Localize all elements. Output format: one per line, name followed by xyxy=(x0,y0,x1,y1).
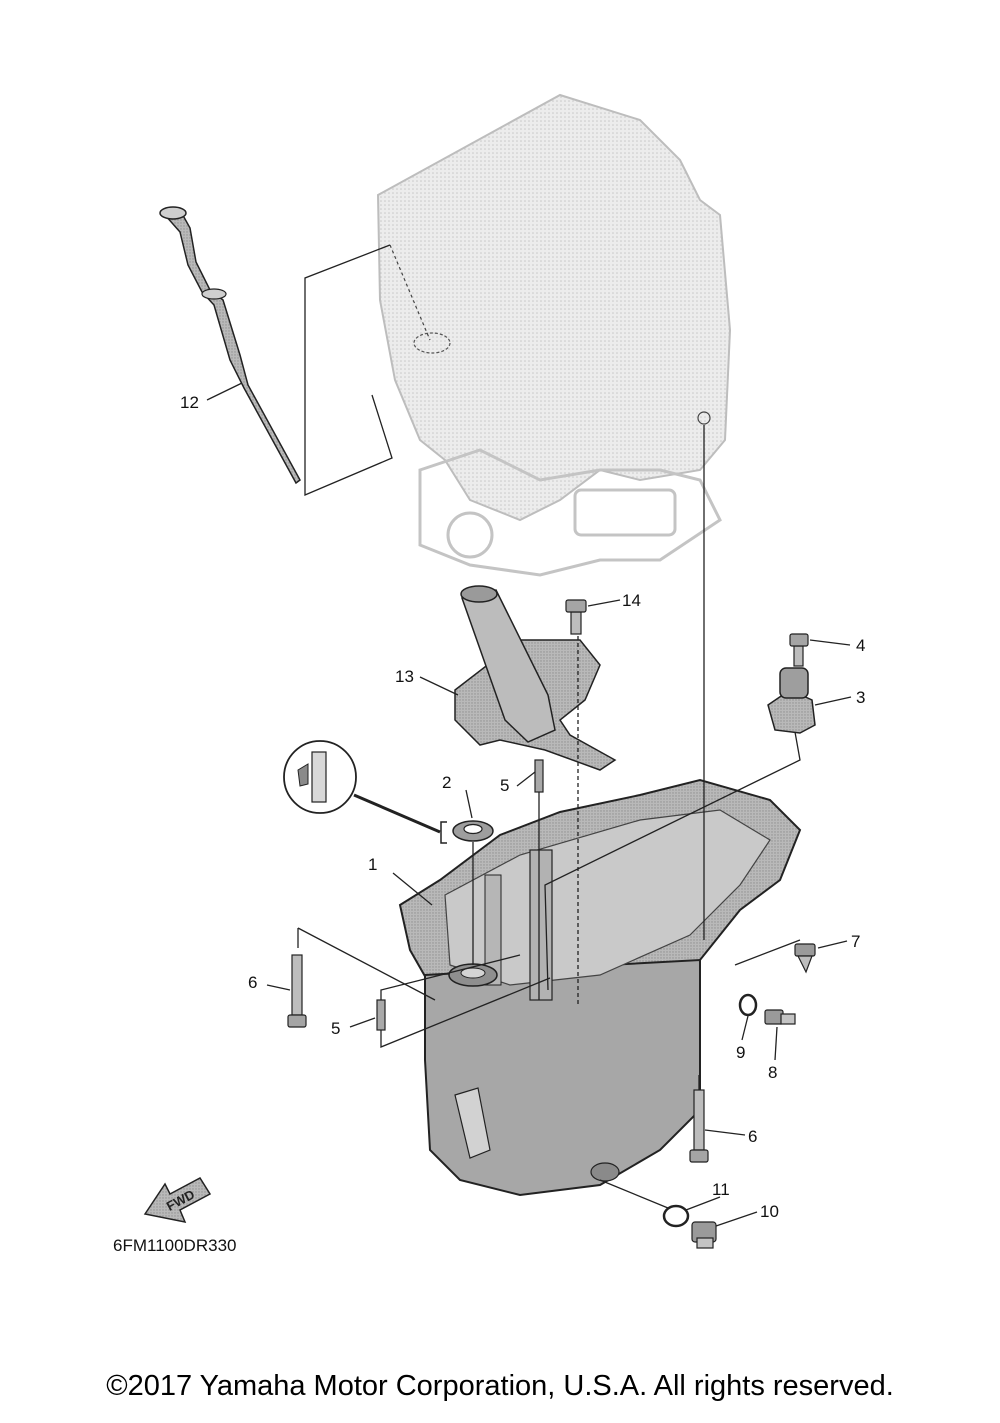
callout-3: 3 xyxy=(856,688,865,707)
dipstick-guide-line xyxy=(304,244,393,496)
callout-9: 9 xyxy=(736,1043,745,1062)
callout-5-upper: 5 xyxy=(500,776,509,795)
callout-12: 12 xyxy=(180,393,199,412)
callout-2: 2 xyxy=(442,773,451,792)
dipstick xyxy=(159,206,301,485)
cover-3 xyxy=(767,667,816,734)
plug-10 xyxy=(691,1221,717,1249)
callout-1: 1 xyxy=(368,855,377,874)
dowel-5-lower xyxy=(376,999,386,1031)
callout-10: 10 xyxy=(760,1202,779,1221)
plug-8 xyxy=(764,1009,796,1025)
callout-6-right: 6 xyxy=(748,1127,757,1146)
engine-block-ghost xyxy=(376,93,732,577)
callout-8: 8 xyxy=(768,1063,777,1082)
callout-4: 4 xyxy=(856,636,865,655)
washer-11 xyxy=(662,1204,690,1228)
callout-13: 13 xyxy=(395,667,414,686)
oil-pan xyxy=(398,778,802,1197)
callouts: 1 2 3 4 5 5 6 6 7 8 9 10 11 12 13 14 xyxy=(180,393,865,1221)
drawing-code: 6FM1100DR330 xyxy=(113,1236,236,1255)
callout-7: 7 xyxy=(851,932,860,951)
fitting-7 xyxy=(794,943,816,974)
leader-lines xyxy=(206,382,852,1227)
guide-lines xyxy=(297,425,801,1209)
callout-14: 14 xyxy=(622,591,641,610)
baffle-plate xyxy=(454,585,617,771)
fwd-arrow-icon: FWD xyxy=(143,1177,212,1224)
washer-9 xyxy=(738,993,758,1017)
callout-5-lower: 5 xyxy=(331,1019,340,1038)
bolt-14 xyxy=(565,599,587,635)
copyright-notice: ©2017 Yamaha Motor Corporation, U.S.A. A… xyxy=(106,1370,894,1402)
callout-11: 11 xyxy=(712,1180,730,1199)
seal-2 xyxy=(452,820,494,842)
bolt-6-right xyxy=(689,1089,709,1163)
dowel-5-upper xyxy=(534,759,544,793)
bolt-4 xyxy=(789,633,809,667)
bolt-6-left xyxy=(287,954,307,1028)
callout-6-left: 6 xyxy=(248,973,257,992)
detail-inset xyxy=(283,740,447,844)
